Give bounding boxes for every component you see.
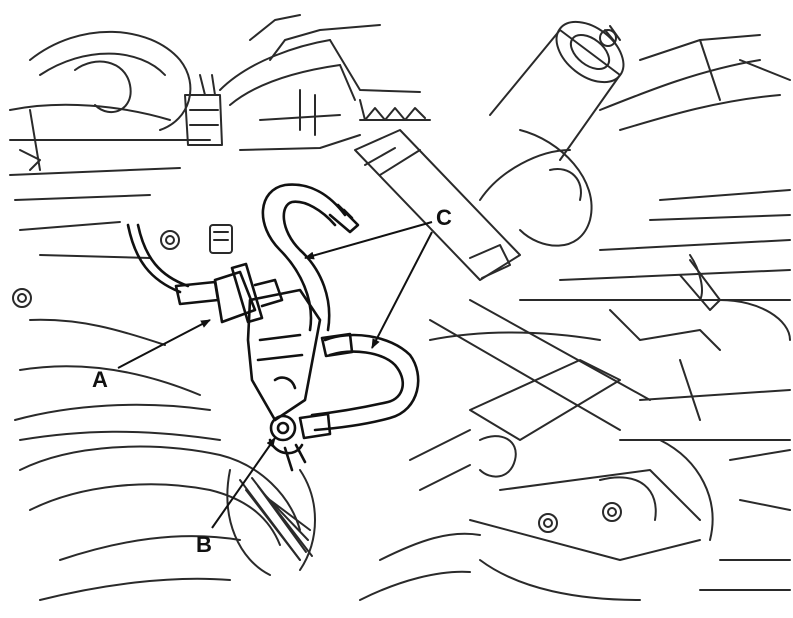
connector-a	[174, 280, 220, 306]
callout-label-b: B	[196, 532, 212, 557]
leader-c-lower	[371, 231, 433, 349]
callout-label-c: C	[436, 205, 452, 230]
valve-body	[246, 288, 322, 422]
leader-b	[211, 437, 276, 529]
bolt-b	[269, 414, 297, 442]
leader-c-upper	[304, 221, 433, 260]
callout-label-a: A	[92, 367, 108, 392]
hose-upper	[261, 183, 347, 332]
leader-a	[117, 319, 211, 369]
callout-labels: A B C	[92, 205, 452, 557]
hose-lower	[313, 333, 420, 432]
valve-assembly	[126, 183, 420, 472]
callout-leaders	[117, 221, 433, 529]
vacuum-line-thin	[126, 223, 182, 294]
background-engine-linework	[9, 14, 791, 601]
